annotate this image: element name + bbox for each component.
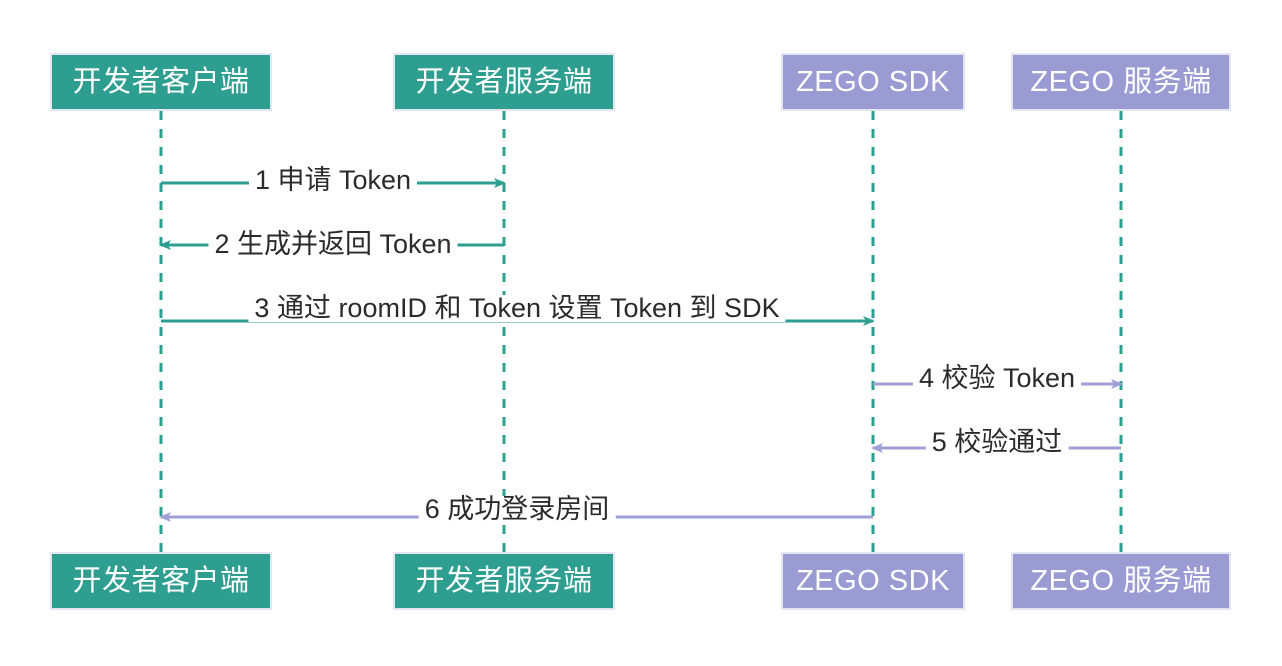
participant-footer-dev-server: 开发者服务端	[393, 552, 615, 610]
participant-footer-zego-sdk: ZEGO SDK	[781, 552, 965, 610]
participant-label: ZEGO 服务端	[1030, 65, 1212, 98]
participant-label: 开发者服务端	[415, 564, 593, 597]
participant-header-zego-sdk: ZEGO SDK	[781, 53, 965, 111]
message-label-2: 2 生成并返回 Token	[208, 231, 458, 258]
participant-label: ZEGO SDK	[796, 65, 950, 98]
participant-label: 开发者客户端	[72, 65, 250, 98]
message-label-5: 5 校验通过	[925, 429, 1069, 456]
message-label-4: 4 校验 Token	[912, 365, 1082, 392]
participant-footer-zego-server: ZEGO 服务端	[1011, 552, 1231, 610]
participant-label: ZEGO 服务端	[1030, 564, 1212, 597]
message-label-1: 1 申请 Token	[248, 167, 418, 194]
participant-label: 开发者服务端	[415, 65, 593, 98]
participant-label: ZEGO SDK	[796, 564, 950, 597]
participant-header-zego-server: ZEGO 服务端	[1011, 53, 1231, 111]
participant-footer-dev-client: 开发者客户端	[50, 552, 272, 610]
message-label-3: 3 通过 roomID 和 Token 设置 Token 到 SDK	[248, 295, 786, 322]
participant-header-dev-client: 开发者客户端	[50, 53, 272, 111]
message-label-6: 6 成功登录房间	[418, 496, 616, 523]
participant-header-dev-server: 开发者服务端	[393, 53, 615, 111]
participant-label: 开发者客户端	[72, 564, 250, 597]
